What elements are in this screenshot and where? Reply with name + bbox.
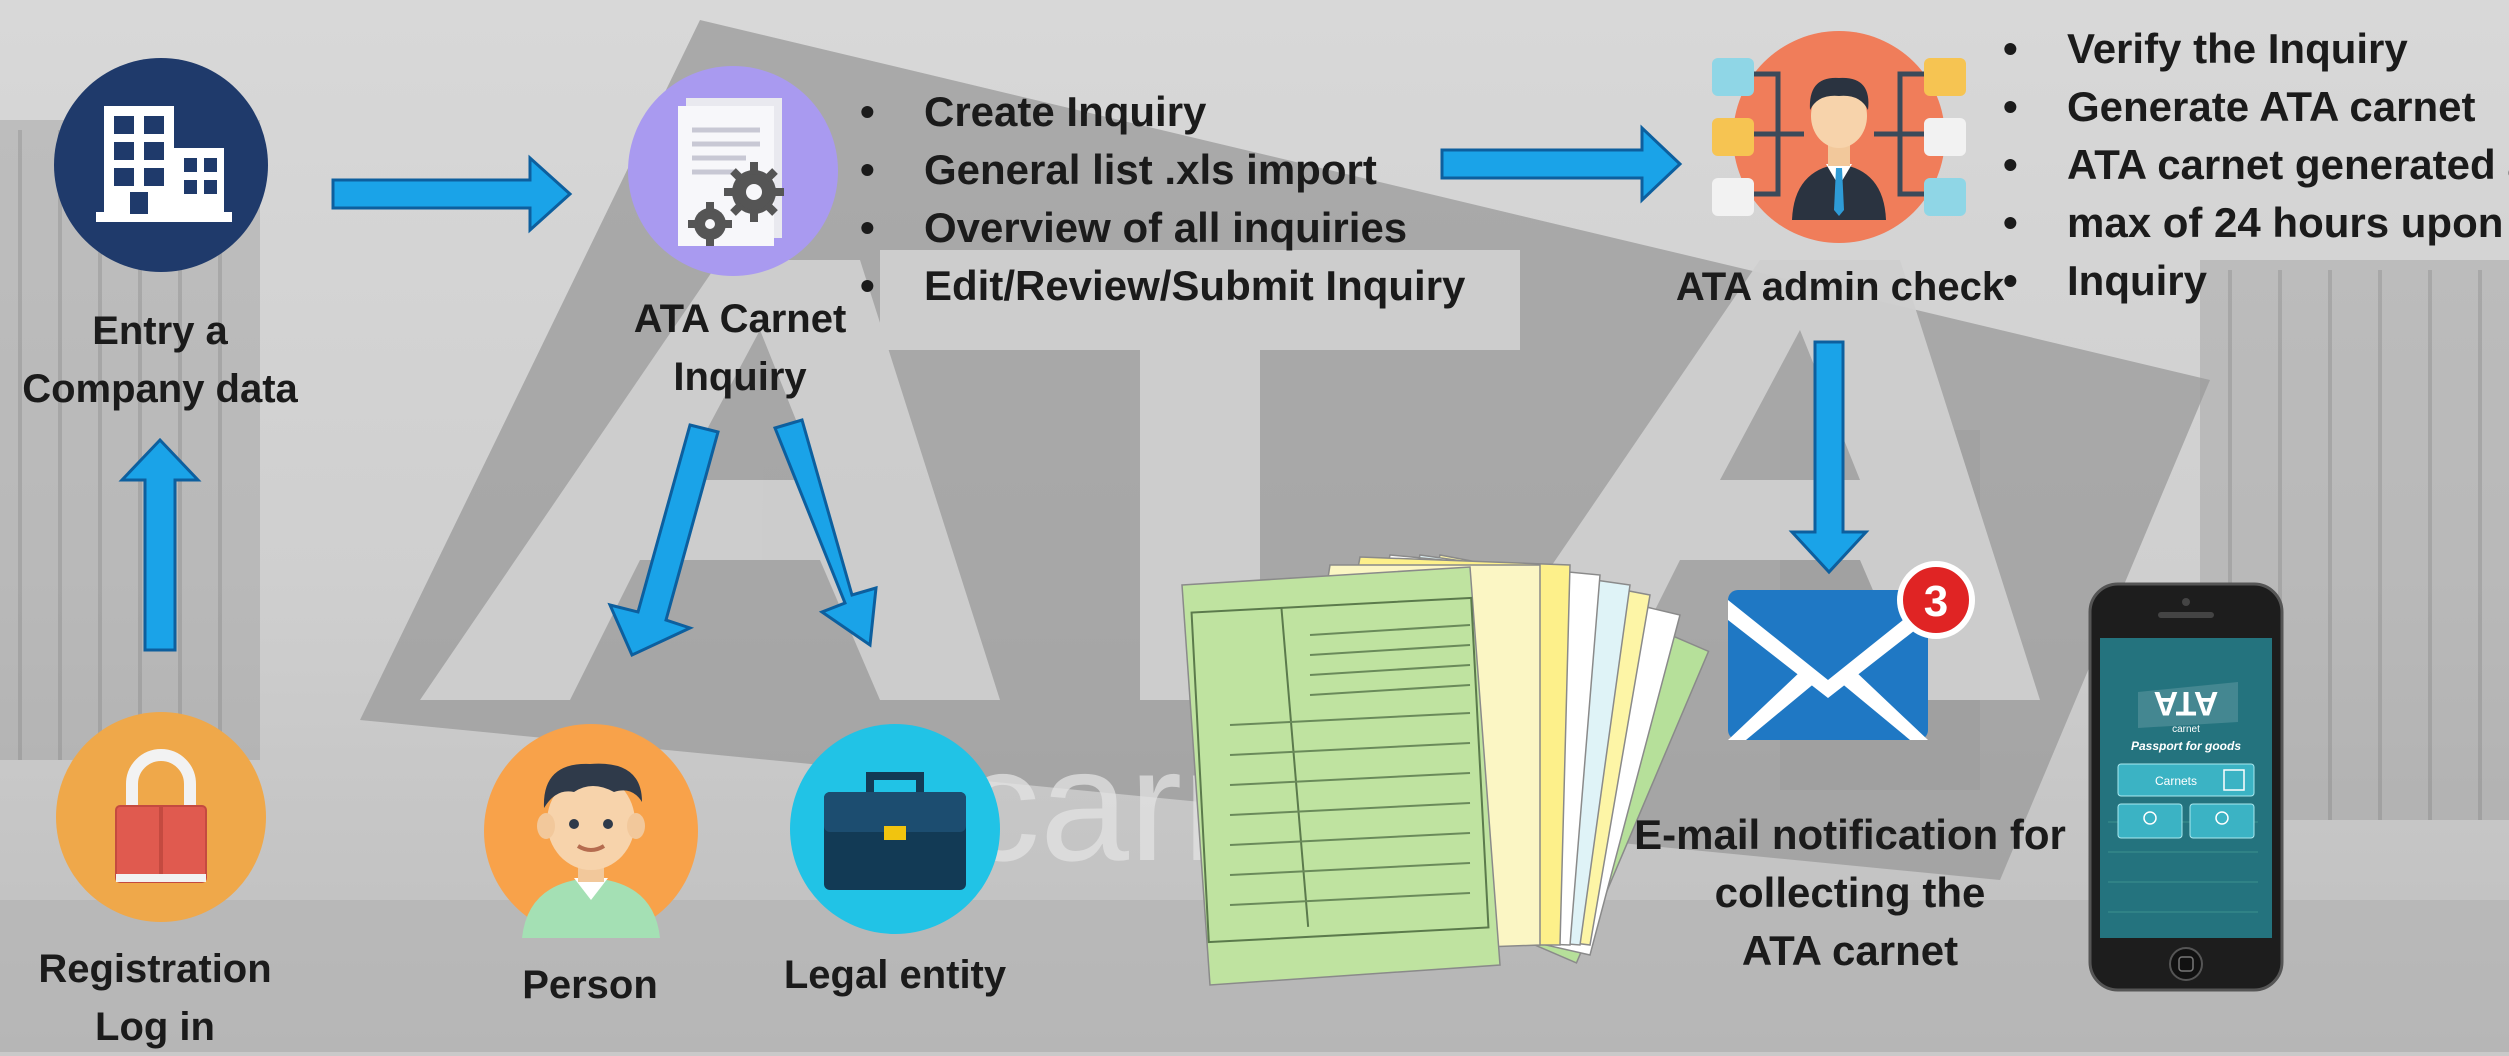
building-icon [52,56,270,274]
document-gear-icon [626,64,840,278]
admin-action: ATA carnet generated a [1995,136,2509,194]
lock-icon [54,710,268,924]
inquiry-action: Create Inquiry [852,83,1465,141]
legal-entity-label: Legal entity [783,953,1007,997]
person-icon [482,722,700,940]
briefcase-icon [788,722,1002,936]
person-label: Person [522,963,658,1007]
admin-actions-list: Verify the Inquiry Generate ATA carnet A… [1995,20,2509,310]
phone-app-logo-sub: carnet [2172,724,2200,735]
arrow-right-1 [331,154,573,234]
envelope-icon: 3 [1722,560,1982,750]
admin-action-continued: max of 24 hours upon [1995,194,2509,252]
admin-action: Generate ATA carnet [1995,78,2509,136]
notification-badge-count: 3 [1924,577,1948,626]
smartphone-image: ATA carnet Passport for goods Carnets [2088,582,2284,992]
company-step-label: Entry a Company data [22,309,298,411]
admin-check-label: ATA admin check [1675,265,2005,309]
admin-network-icon [1708,14,1970,260]
email-notification-label: E-mail notification for collecting the A… [1634,811,2066,974]
inquiry-action: Edit/Review/Submit Inquiry [852,257,1465,315]
phone-tagline: Passport for goods [2131,739,2241,753]
inquiry-step-label: ATA Carnet Inquiry [633,297,847,399]
inquiry-action: Overview of all inquiries [852,199,1465,257]
admin-action: Verify the Inquiry [1995,20,2509,78]
arrow-to-person [607,423,720,658]
registration-step-label: Registration Log in [38,947,272,1049]
carnet-documents-image [1170,545,1710,995]
arrow-right-2 [1440,124,1683,204]
phone-carnets-button: Carnets [2155,774,2197,788]
phone-app-logo: ATA [2154,684,2219,722]
admin-action-continued: Inquiry [1995,252,2509,310]
inquiry-actions-list: Create Inquiry General list .xls import … [852,83,1465,315]
arrow-up [118,437,202,652]
arrow-to-legal [772,418,878,648]
inquiry-action: General list .xls import [852,141,1465,199]
arrow-down [1788,340,1870,575]
